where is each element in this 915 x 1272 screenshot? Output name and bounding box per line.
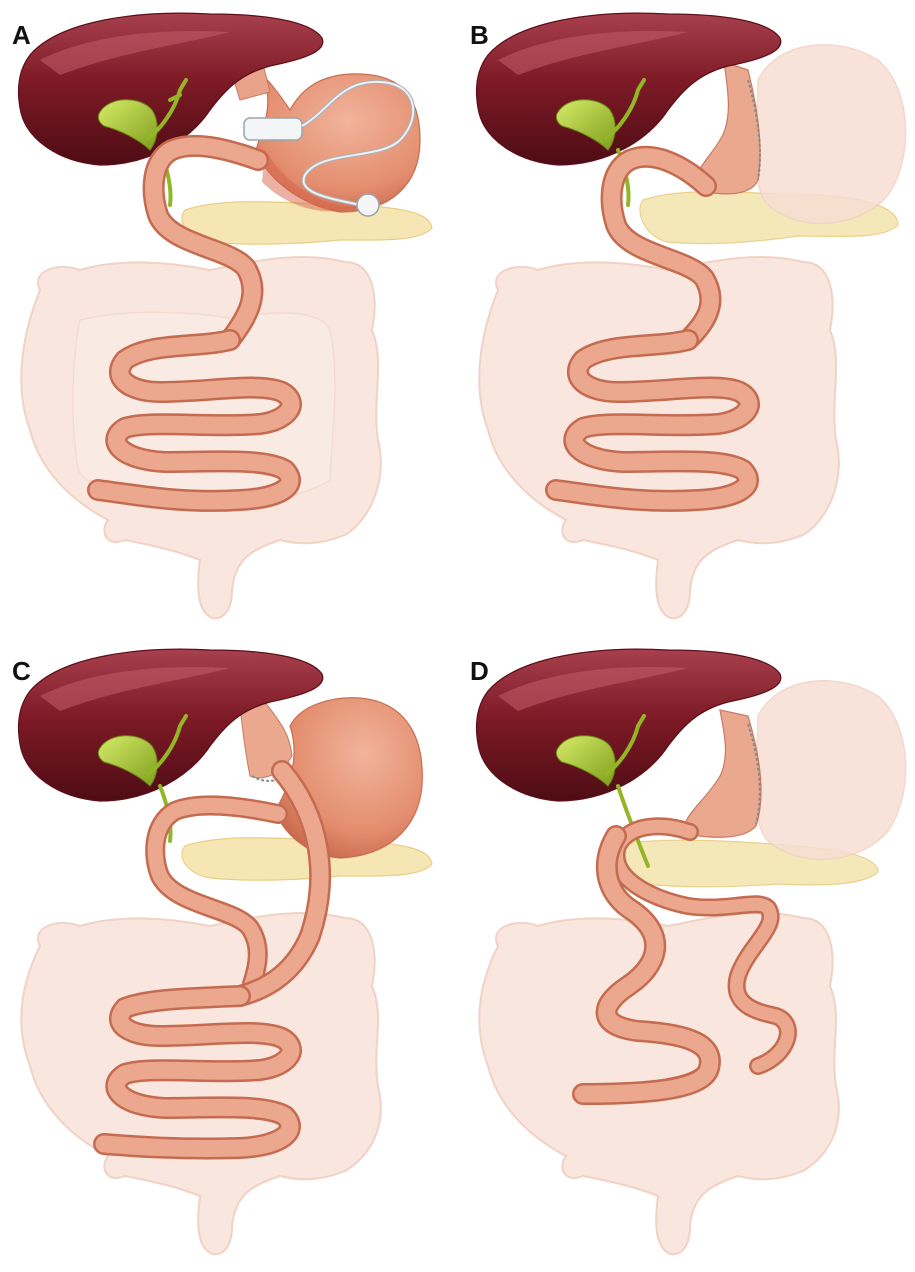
panel-label: B [470,20,489,51]
panel-c: C [0,636,458,1272]
anatomy-illustration [0,0,458,636]
panel-label: A [12,20,31,51]
anatomy-illustration [0,636,458,1272]
panel-a: A [0,0,458,636]
panel-d: D [458,636,915,1272]
stomach [240,698,422,858]
colon [21,913,381,1254]
panel-b: B [458,0,915,636]
anatomy-illustration [458,0,915,636]
anatomy-illustration [458,636,915,1272]
colon [479,257,839,618]
panel-label: C [12,656,31,687]
sleeve-stomach [685,710,761,837]
removed-stomach [756,681,906,860]
panel-label: D [470,656,489,687]
removed-stomach [756,45,906,224]
